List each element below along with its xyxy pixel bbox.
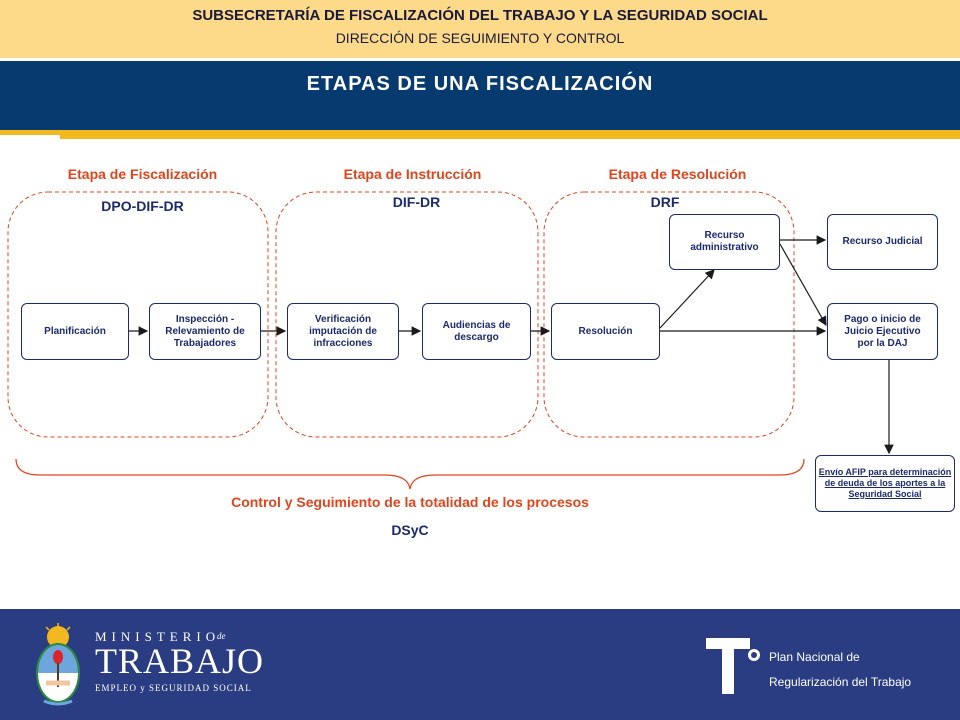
gold-divider xyxy=(60,130,960,139)
box-audiencias: Audiencias de descargo xyxy=(422,303,531,360)
stage-title-fiscalizacion: Etapa de Fiscalización xyxy=(67,166,218,182)
stage-frame-fiscalizacion xyxy=(7,191,269,438)
plan-line1: Plan Nacional de xyxy=(769,650,860,664)
box-recurso-administrativo: Recurso administrativo xyxy=(669,214,780,270)
control-brace xyxy=(15,458,805,490)
logo-de-text: de xyxy=(217,631,226,641)
plan-line2: Regularización del Trabajo xyxy=(769,675,912,689)
box-envio-afip: Envío AFIP para determinación de deuda d… xyxy=(815,455,955,512)
box-inspeccion: Inspección - Relevamiento de Trabajadore… xyxy=(149,303,261,360)
box-recurso-judicial: Recurso Judicial xyxy=(827,214,938,270)
stage-code-instruccion: DIF-DR xyxy=(392,194,441,210)
stage-frame-resolucion xyxy=(543,191,795,438)
coat-of-arms-icon xyxy=(36,623,80,706)
box-planificacion: Planificación xyxy=(21,303,129,360)
title-band xyxy=(0,61,960,130)
stage-frame-instruccion xyxy=(275,191,539,438)
header-title: SUBSECRETARÍA DE FISCALIZACIÓN DEL TRABA… xyxy=(192,7,768,24)
header-band xyxy=(0,0,960,58)
box-resolucion: Resolución xyxy=(551,303,660,360)
logo-trabajo-text: TRABAJO xyxy=(95,641,265,681)
ministerio-logo: MINISTERIO de TRABAJO EMPLEO y SEGURIDAD… xyxy=(95,629,295,701)
box-pago-juicio: Pago o inicio de Juicio Ejecutivo por la… xyxy=(827,303,938,360)
arrow-resolucion-recurso xyxy=(659,269,715,329)
stage-title-instruccion: Etapa de Instrucción xyxy=(343,166,482,182)
stage-code-fiscalizacion: DPO-DIF-DR xyxy=(101,198,184,214)
plan-t-logo-icon xyxy=(706,638,760,694)
box-verificacion: Verificación imputación de infracciones xyxy=(287,303,399,360)
control-text: Control y Seguimiento de la totalidad de… xyxy=(231,494,589,510)
footer-band xyxy=(0,609,960,720)
control-code: DSyC xyxy=(391,522,429,538)
arrow-recurso-pago xyxy=(779,243,827,327)
logo-empleo-text: EMPLEO y SEGURIDAD SOCIAL xyxy=(95,683,252,693)
page-title: ETAPAS DE UNA FISCALIZACIÓN xyxy=(306,73,654,95)
header-subtitle: DIRECCIÓN DE SEGUIMIENTO Y CONTROL xyxy=(335,30,625,46)
logo-ministerio-text: MINISTERIO xyxy=(95,629,221,644)
gold-divider-left xyxy=(0,130,60,135)
stage-title-resolucion: Etapa de Resolución xyxy=(608,166,747,182)
stage-code-resolucion: DRF xyxy=(650,194,680,210)
